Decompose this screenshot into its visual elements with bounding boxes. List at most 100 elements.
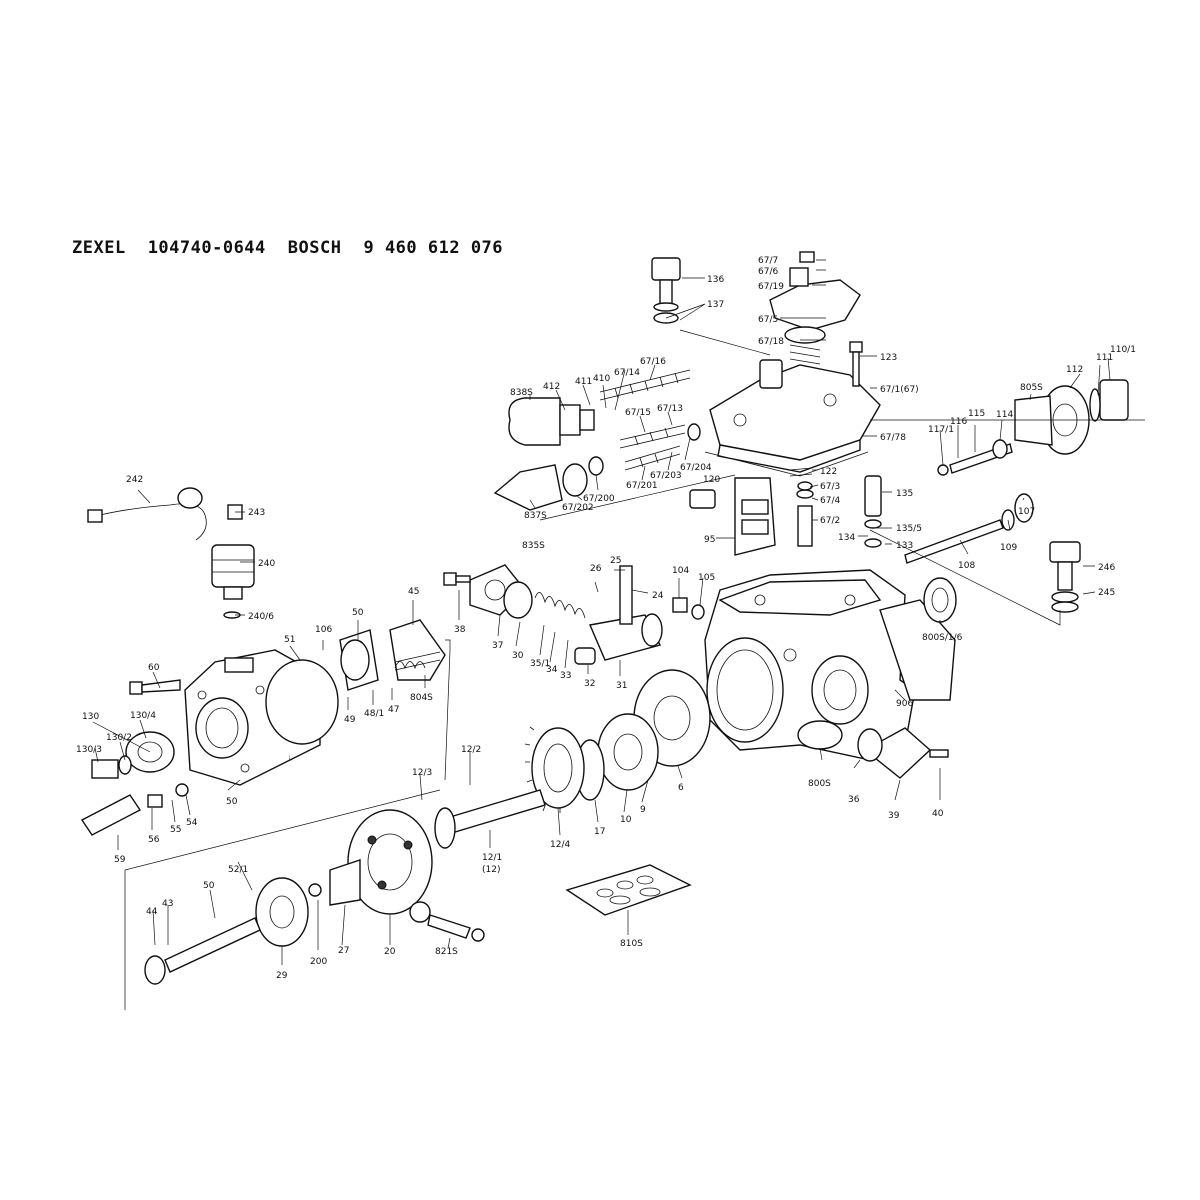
callout-246: 246: [1098, 563, 1115, 573]
callout-133: 133: [896, 541, 913, 551]
callout-67-202: 67/202: [562, 503, 594, 513]
pin-120: [689, 489, 716, 509]
callout-37: 37: [492, 641, 503, 651]
callout-67-204: 67/204: [680, 463, 712, 473]
callout-35-1: 35/1: [530, 659, 550, 669]
zexel-part-number: 104740-0644: [147, 238, 266, 258]
callout-110-1: 110/1: [1110, 345, 1136, 355]
shaft-115: [937, 439, 1013, 476]
group-line-cover: [679, 329, 771, 356]
seal-800s-1-6: [923, 577, 957, 623]
callout-39: 39: [888, 811, 900, 821]
callout-243: 243: [248, 508, 265, 518]
valve-135: [864, 475, 882, 548]
callout-109: 109: [1000, 543, 1017, 553]
callout-56: 56: [148, 835, 160, 845]
callout-105: 105: [698, 573, 715, 583]
shaft-108: [904, 493, 1034, 564]
callout-805s: 805S: [1020, 383, 1043, 393]
callout-130-3: 130/3: [76, 745, 102, 755]
callout-67-203: 67/203: [650, 471, 682, 481]
group-line-head: [444, 639, 451, 781]
callout-135-5: 135/5: [896, 524, 922, 534]
callout-67-201: 67/201: [626, 481, 658, 491]
bracket-assembly: [769, 251, 861, 365]
callout-410: 410: [593, 374, 610, 384]
callout-31: 31: [616, 681, 627, 691]
callout-130-4: 130/4: [130, 711, 156, 721]
spring-67-16: [599, 369, 691, 401]
leader-lines: [92, 259, 1111, 965]
callout-38: 38: [454, 625, 466, 635]
callout-9: 9: [640, 805, 646, 815]
callout-95: 95: [704, 535, 715, 545]
callout-48-1: 48/1: [364, 709, 384, 719]
callout-67-78: 67/78: [880, 433, 906, 443]
spring-804s: [394, 661, 426, 670]
callout-804s: 804S: [410, 693, 433, 703]
callout-67-15: 67/15: [625, 408, 651, 418]
callout-130-2: 130/2: [106, 733, 132, 743]
callout-12-1: 12/1: [482, 853, 502, 863]
callout-67-16: 67/16: [640, 357, 666, 367]
callout-200: 200: [310, 957, 327, 967]
governor-cover: [704, 359, 881, 477]
pump-housing: [704, 569, 956, 761]
callout-67-1: 67/1(67): [880, 385, 919, 395]
callout-29: 29: [276, 971, 288, 981]
group-line-bottom: [124, 789, 441, 1010]
solenoid-837s: [493, 456, 604, 511]
valve-59: [80, 783, 189, 836]
group-line-timer: [869, 529, 1061, 626]
callout-51: 51: [284, 635, 295, 645]
screw-60: [129, 679, 181, 695]
callout-242: 242: [126, 475, 143, 485]
bolt-104: [672, 597, 705, 620]
callout-67-4: 67/4: [820, 496, 840, 506]
drive-shaft-12-1: [434, 789, 546, 849]
callout-50-bottom: 50: [203, 881, 215, 891]
bracket-45: [389, 619, 446, 681]
valve-67-2: [789, 467, 814, 547]
callout-838s: 838S: [510, 388, 533, 398]
callout-837s: 837S: [524, 511, 547, 521]
callout-25: 25: [610, 556, 621, 566]
callout-810s: 810S: [620, 939, 643, 949]
callout-24: 24: [652, 591, 664, 601]
callout-27: 27: [338, 946, 349, 956]
callout-412: 412: [543, 382, 560, 392]
callout-17: 17: [594, 827, 605, 837]
callout-106: 106: [315, 625, 332, 635]
callout-33: 33: [560, 671, 571, 681]
shaft-50-lower: [144, 917, 261, 985]
lever-95: [734, 477, 776, 556]
o-ring-51: [265, 659, 339, 745]
pin-32: [574, 647, 596, 665]
callout-49: 49: [344, 715, 356, 725]
callout-20: 20: [384, 947, 396, 957]
callout-104: 104: [672, 566, 689, 576]
callout-800s: 800S: [808, 779, 831, 789]
callout-800s-1-6: 800S/1/6: [922, 633, 963, 643]
callout-36: 36: [848, 795, 860, 805]
callout-59: 59: [114, 855, 126, 865]
fitting-130: [91, 731, 175, 779]
callout-135: 135: [896, 489, 913, 499]
callout-12-3: 12/3: [412, 768, 432, 778]
wire-242: [87, 487, 243, 541]
callout-108: 108: [958, 561, 975, 571]
callout-245: 245: [1098, 588, 1115, 598]
callout-240-6: 240/6: [248, 612, 274, 622]
callout-821s: 821S: [435, 947, 458, 957]
roller-27: [329, 859, 361, 906]
banjo-bolt: [651, 257, 681, 324]
callout-134: 134: [838, 533, 855, 543]
bolt-123: [849, 341, 863, 387]
callout-130: 130: [82, 712, 99, 722]
solenoid-240: [211, 544, 255, 619]
callout-32: 32: [584, 679, 595, 689]
callout-43: 43: [162, 899, 173, 909]
sleeve-50: [339, 629, 379, 691]
